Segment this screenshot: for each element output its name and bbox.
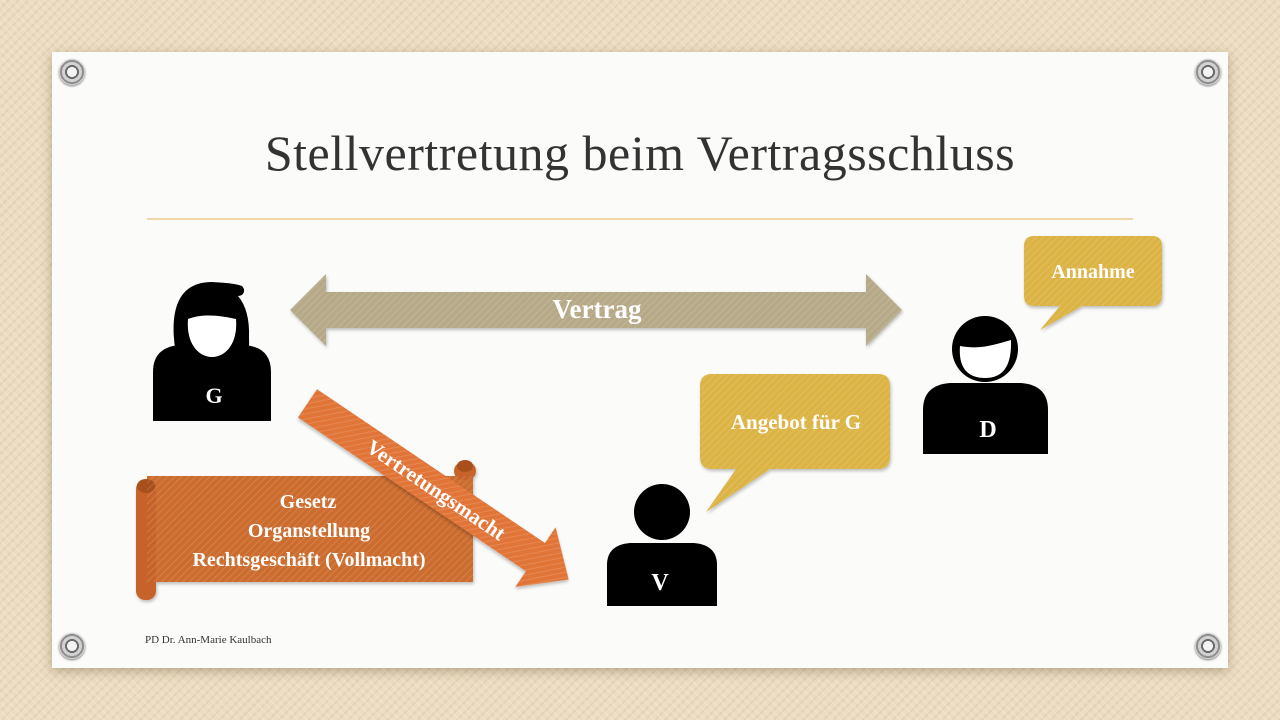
person-g-icon	[153, 282, 271, 421]
person-d-label: D	[979, 417, 996, 443]
offer-speech-bubble	[700, 374, 890, 512]
scroll-line-3: Rechtsgeschäft (Vollmacht)	[192, 549, 425, 571]
grommet-bottom-right	[1195, 633, 1221, 659]
acceptance-speech-text: Annahme	[1051, 261, 1134, 283]
acceptance-speech-bubble	[1024, 236, 1162, 330]
grommet-bottom-left	[59, 633, 85, 659]
person-g-label: G	[205, 383, 222, 408]
scroll-line-2: Organstellung	[248, 520, 370, 542]
person-d-icon	[923, 316, 1048, 454]
title-divider	[147, 218, 1133, 220]
footer-author: PD Dr. Ann-Marie Kaulbach	[145, 634, 272, 646]
grommet-top-right	[1195, 59, 1221, 85]
contract-arrow	[290, 274, 902, 346]
scroll-line-1: Gesetz	[280, 491, 337, 513]
person-v-icon	[607, 484, 717, 606]
offer-speech-text: Angebot für G	[731, 410, 861, 434]
contract-arrow-label: Vertrag	[553, 294, 642, 324]
grommet-top-left	[59, 59, 85, 85]
slide-title: Stellvertretung beim Vertragsschluss	[264, 125, 1016, 181]
person-v-label: V	[651, 570, 669, 596]
